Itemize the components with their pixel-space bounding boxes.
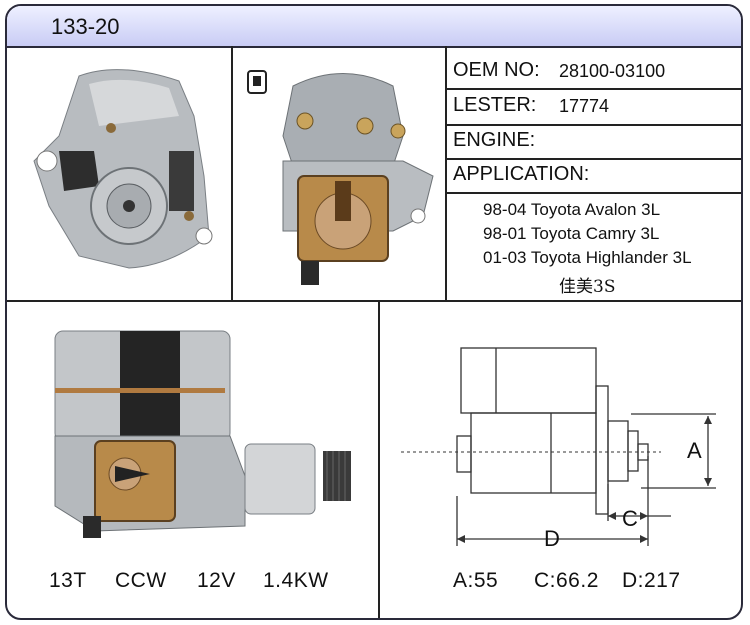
spec-row-divider-4 [447, 192, 741, 194]
oem-value: 28100-03100 [559, 61, 666, 81]
application-label: APPLICATION: [453, 163, 590, 185]
engine-label: ENGINE: [453, 129, 536, 151]
application-line-4: 佳美3S [559, 277, 616, 297]
dimension-value-d: D:217 [622, 569, 681, 592]
spec-voltage: 12V [197, 569, 236, 592]
spec-rotation: CCW [115, 569, 167, 592]
starter-front-photo [33, 69, 213, 269]
product-card: 133-20 OEM NO: 28100-03100 LESTER: 17774… [5, 4, 743, 620]
spec-power: 1.4KW [263, 569, 329, 592]
divider-vertical-bottom [378, 300, 380, 618]
card-header: 133-20 [7, 6, 741, 48]
dimension-label-a: A [687, 438, 702, 463]
starter-rear-photo [247, 70, 434, 285]
spec-teeth: 13T [49, 569, 87, 592]
divider-vertical-1 [231, 46, 233, 302]
lester-label: LESTER: [453, 94, 537, 116]
dimension-label-d: D [544, 526, 560, 551]
divider-horizontal-middle [7, 300, 741, 302]
lester-value: 17774 [559, 96, 610, 116]
part-number-title: 133-20 [51, 14, 120, 39]
application-line-1: 98-04 Toyota Avalon 3L [483, 200, 661, 219]
divider-vertical-2 [445, 46, 447, 302]
dimension-value-a: A:55 [453, 569, 499, 592]
application-line-2: 98-01 Toyota Camry 3L [483, 224, 660, 243]
spec-row-divider-3 [447, 158, 741, 160]
dimension-label-c: C [622, 506, 638, 531]
oem-label: OEM NO: [453, 59, 540, 81]
spec-row-divider-1 [447, 88, 741, 90]
dimension-value-c: C:66.2 [534, 569, 599, 592]
starter-side-photo [54, 330, 351, 538]
application-line-3: 01-03 Toyota Highlander 3L [483, 248, 692, 267]
spec-row-divider-2 [447, 124, 741, 126]
dimension-diagram [401, 347, 716, 546]
